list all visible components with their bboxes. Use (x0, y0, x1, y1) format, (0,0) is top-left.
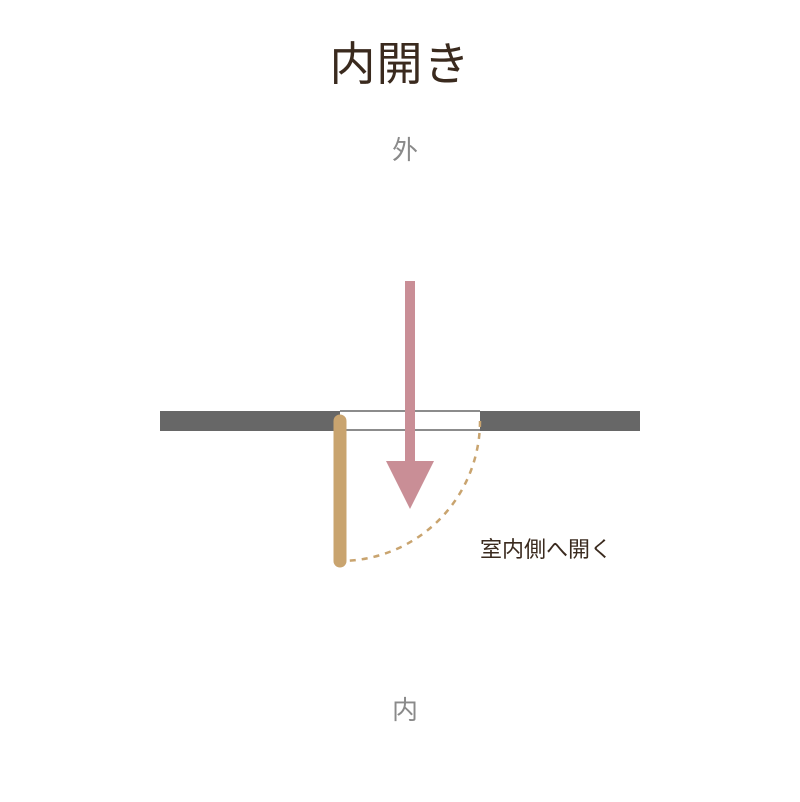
opening-direction-caption: 室内側へ開く (480, 538, 613, 563)
arrow-shaft (405, 281, 415, 466)
wall-left (160, 411, 340, 431)
outside-label: 外 (391, 136, 418, 166)
wall-right (480, 411, 640, 431)
arrow-head (386, 461, 434, 509)
door-swing-path (339, 420, 482, 563)
diagram-title: 内開き (329, 37, 471, 91)
inside-label: 内 (391, 696, 418, 726)
